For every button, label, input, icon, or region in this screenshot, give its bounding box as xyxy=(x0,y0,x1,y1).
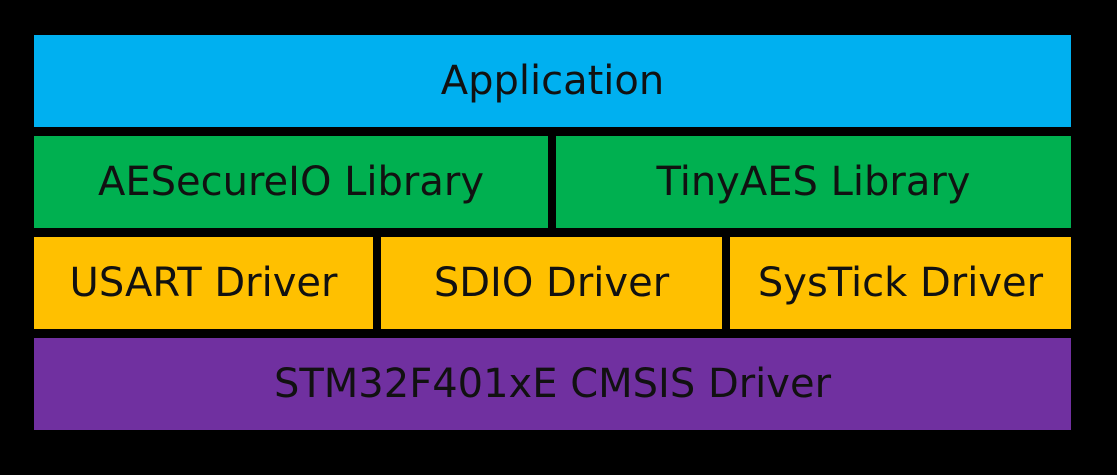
application-layer: Application xyxy=(34,35,1071,127)
systick-driver-layer: SysTick Driver xyxy=(730,237,1071,329)
usart-driver-label: USART Driver xyxy=(69,260,338,306)
cmsis-driver-label: STM32F401xE CMSIS Driver xyxy=(273,361,832,407)
tinyaes-library-label: TinyAES Library xyxy=(656,159,971,205)
systick-driver-label: SysTick Driver xyxy=(757,260,1044,306)
tinyaes-library-layer: TinyAES Library xyxy=(556,136,1071,228)
aesecureio-library-label: AESecureIO Library xyxy=(97,159,484,205)
sdio-driver-layer: SDIO Driver xyxy=(381,237,722,329)
aesecureio-library-layer: AESecureIO Library xyxy=(34,136,548,228)
sdio-driver-label: SDIO Driver xyxy=(433,260,670,306)
cmsis-driver-layer: STM32F401xE CMSIS Driver xyxy=(34,338,1071,430)
usart-driver-layer: USART Driver xyxy=(34,237,373,329)
application-layer-label: Application xyxy=(440,58,665,104)
